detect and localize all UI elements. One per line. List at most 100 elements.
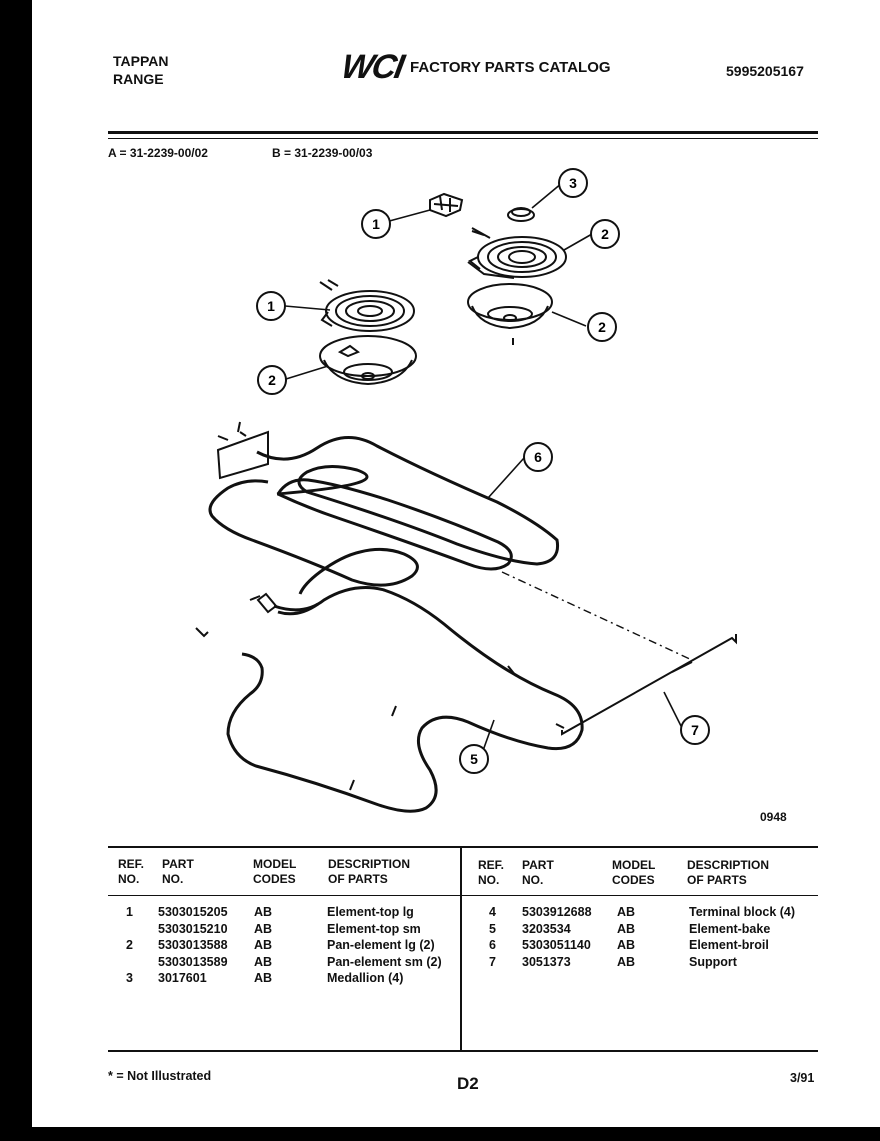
- svg-text:2: 2: [598, 319, 606, 335]
- table-row-model: AB: [617, 954, 636, 969]
- table-row-ref: [126, 921, 133, 938]
- page-number: D2: [457, 1074, 479, 1093]
- callouts: 1 3 2 2 1 2 6: [256, 168, 710, 774]
- table-row-model: AB: [617, 905, 636, 919]
- table-row-ref: [126, 954, 133, 971]
- right-part-column: 5303912688 3203534 5303051140 3051373: [522, 904, 592, 970]
- leader-lines: [284, 182, 683, 760]
- svg-text:2: 2: [601, 226, 609, 242]
- table-row-model: AB: [254, 971, 273, 985]
- right-desc-column: Terminal block (4) Element-bake Element-…: [689, 904, 795, 970]
- alignment-guide-line: [501, 571, 693, 661]
- table-row-ref: 4: [489, 905, 496, 919]
- model-b: B = 31-2239-00/03: [272, 146, 373, 160]
- header-ref-left: REF.NO.: [118, 857, 145, 886]
- table-row-desc: Pan-element lg (2): [327, 938, 435, 952]
- table-row-part: 3051373: [522, 954, 571, 969]
- table-row-desc: Support: [689, 954, 737, 969]
- medallion-drawing: [507, 207, 535, 222]
- table-row-model: AB: [617, 938, 636, 952]
- right-model-column: AB AB AB AB: [617, 904, 635, 970]
- table-row-ref: 5: [489, 921, 496, 936]
- table-row-model: AB: [617, 921, 636, 936]
- table-row-model: AB: [254, 954, 273, 969]
- table-row-model: AB: [254, 921, 273, 936]
- table-row-desc: Element-bake: [689, 921, 771, 936]
- svg-text:2: 2: [268, 372, 276, 388]
- callout-2-right: 2: [587, 312, 617, 342]
- model-a: A = 31-2239-00/02: [108, 146, 208, 160]
- table-row-ref: 1: [126, 905, 133, 919]
- table-row-part: 5303912688: [522, 905, 592, 919]
- product-name: RANGE: [113, 71, 164, 87]
- callout-1-left: 1: [256, 291, 286, 321]
- table-row-ref: 2: [126, 938, 133, 952]
- table-bottom-rule: [108, 1050, 818, 1052]
- left-model-column: AB AB AB AB AB: [254, 904, 272, 987]
- header-rule-top: [108, 131, 818, 134]
- surface-element-right-drawing: [467, 227, 567, 279]
- callout-4: 1: [361, 209, 391, 239]
- table-row-model: AB: [254, 905, 273, 919]
- catalog-number: 5995205167: [726, 63, 804, 79]
- callout-7: 7: [680, 715, 710, 745]
- surface-element-left-drawing: [319, 279, 415, 332]
- header-ref-right: REF.NO.: [478, 858, 505, 887]
- figure-number: 0948: [760, 810, 787, 824]
- svg-text:5: 5: [470, 751, 478, 767]
- header-rule-bottom: [108, 138, 818, 139]
- svg-text:6: 6: [534, 449, 542, 465]
- catalog-title-block: WCI FACTORY PARTS CATALOG: [338, 48, 642, 86]
- table-row-desc: Pan-element sm (2): [327, 954, 442, 969]
- revision-date: 3/91: [790, 1071, 815, 1085]
- table-row-part: 5303051140: [522, 938, 591, 952]
- callout-6: 6: [523, 442, 553, 472]
- callout-5: 5: [459, 744, 489, 774]
- left-part-column: 5303015205 5303015210 5303013588 5303013…: [158, 904, 228, 987]
- table-row-desc: Terminal block (4): [689, 905, 796, 919]
- support-drawing: [555, 634, 737, 736]
- broil-element-drawing: [208, 421, 560, 595]
- table-top-rule: [108, 846, 818, 848]
- bake-element-drawing: [195, 586, 584, 813]
- table-row-desc: Element-broil: [689, 938, 769, 952]
- table-row-part: 5303013589: [158, 954, 228, 969]
- svg-text:3: 3: [569, 175, 577, 191]
- parts-diagram: 1 3 2 2 1 2 6: [195, 168, 737, 813]
- pan-left-drawing: [319, 335, 417, 386]
- table-row-ref: 7: [489, 954, 496, 969]
- pan-right-drawing: [467, 283, 553, 345]
- table-row-part: 3203534: [522, 921, 571, 936]
- table-row-desc: Element-top sm: [327, 921, 421, 936]
- wci-logo: WCI: [338, 48, 406, 86]
- left-ref-column: 1 2 3: [126, 904, 133, 987]
- callout-1-right: 2: [590, 219, 620, 249]
- callout-2-left: 2: [257, 365, 287, 395]
- table-header-rule: [108, 895, 818, 896]
- table-row-part: 3017601: [158, 971, 207, 985]
- footnote: * = Not Illustrated: [108, 1069, 212, 1083]
- callout-3: 3: [558, 168, 588, 198]
- table-row-part: 5303015210: [158, 921, 228, 936]
- svg-text:1: 1: [372, 216, 380, 232]
- table-row-part: 5303013588: [158, 938, 228, 952]
- left-desc-column: Element-top lg Element-top sm Pan-elemen…: [327, 904, 442, 987]
- table-center-divider: [460, 847, 462, 1051]
- table-row-ref: 3: [126, 971, 133, 985]
- right-ref-column: 4 5 6 7: [489, 904, 496, 970]
- svg-text:7: 7: [691, 722, 699, 738]
- svg-text:1: 1: [267, 298, 275, 314]
- table-row-part: 5303015205: [158, 905, 228, 919]
- catalog-title: FACTORY PARTS CATALOG: [410, 59, 611, 76]
- table-row-ref: 6: [489, 938, 496, 952]
- table-row-model: AB: [254, 938, 273, 952]
- table-row-desc: Element-top lg: [327, 905, 414, 919]
- brand-name: TAPPAN: [113, 53, 169, 69]
- table-row-desc: Medallion (4): [327, 971, 404, 985]
